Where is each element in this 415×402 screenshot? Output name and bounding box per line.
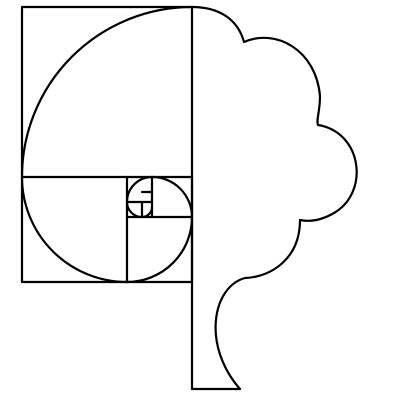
golden-spiral-tree-diagram [0, 0, 415, 402]
background [0, 0, 415, 402]
